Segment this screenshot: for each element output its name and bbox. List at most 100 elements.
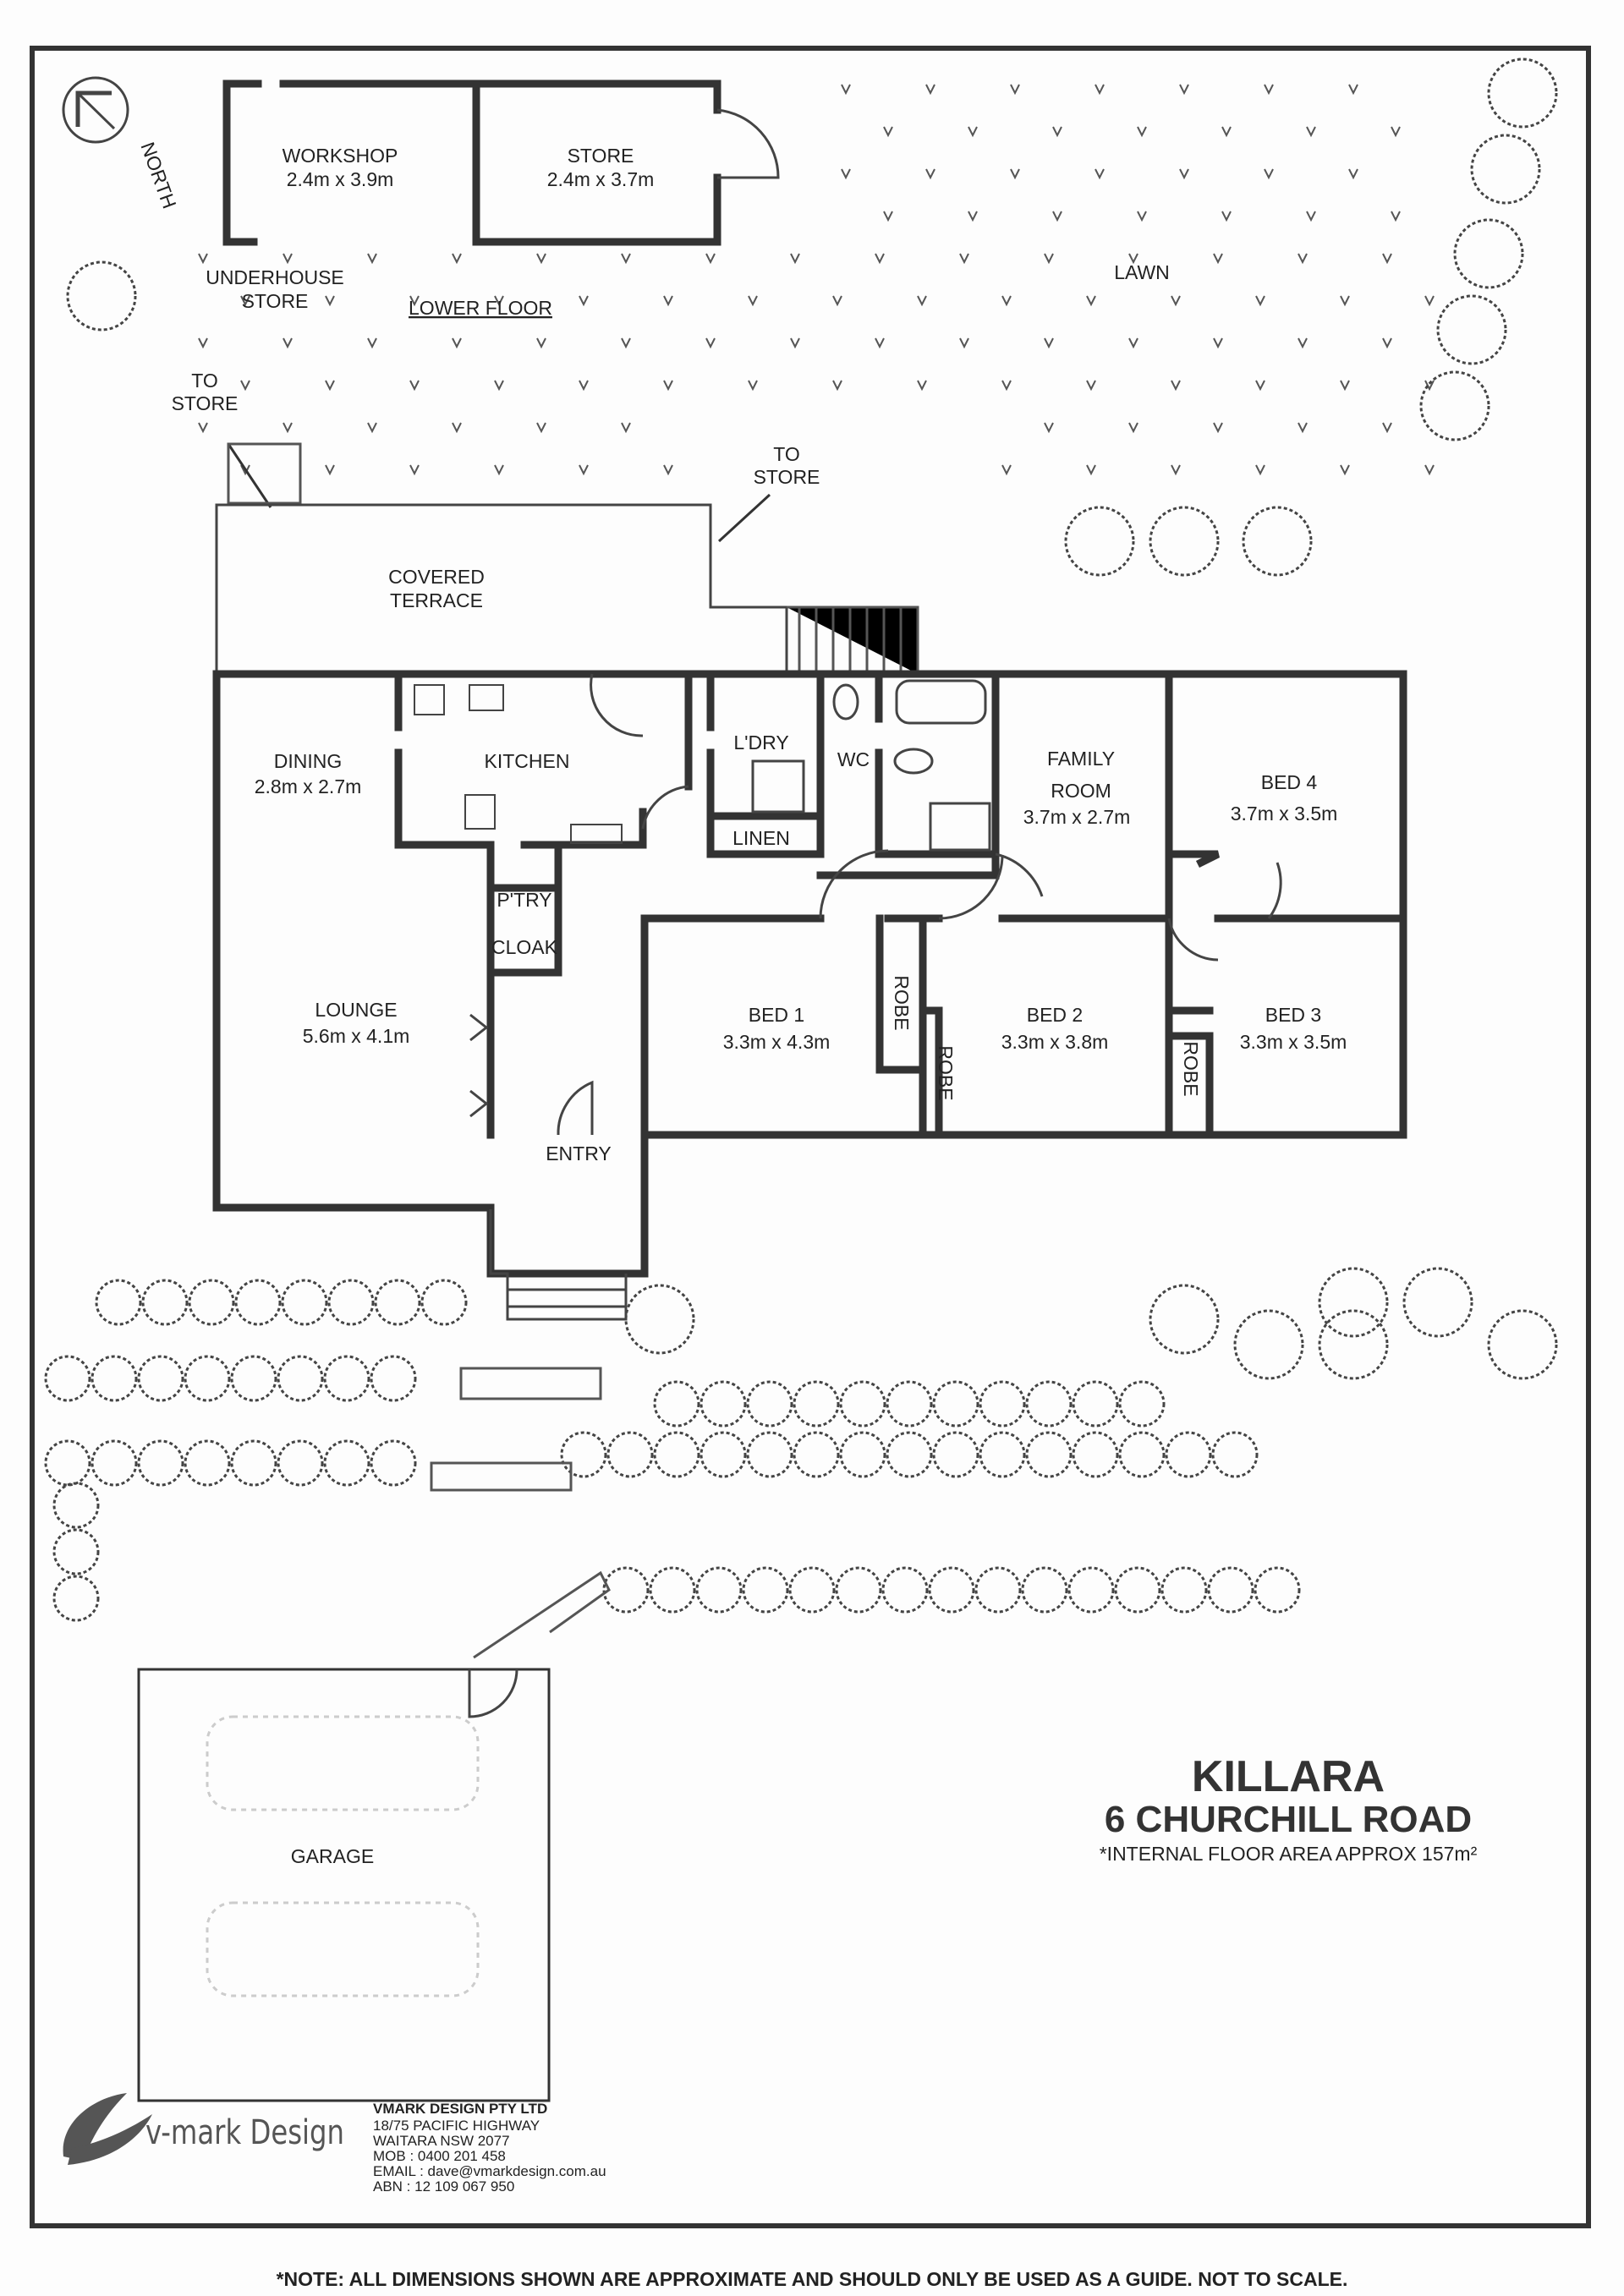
dining-label: DINING	[274, 750, 343, 772]
shrub-icon	[649, 1566, 696, 1614]
shrub-icon	[1149, 1284, 1220, 1355]
lawn-mark-icon	[1213, 337, 1223, 349]
shrub-icon	[281, 1279, 328, 1326]
lawn-mark-icon	[1391, 126, 1401, 138]
lawn-mark-icon	[1340, 464, 1350, 476]
north-label: NORTH	[136, 140, 180, 211]
shrub-icon	[420, 1279, 468, 1326]
lawn-label: LAWN	[1114, 261, 1170, 283]
north-arrow-icon	[62, 76, 129, 144]
shrub-icon	[886, 1380, 933, 1427]
lawn-mark-icon	[198, 253, 208, 265]
lawn-mark-icon	[1137, 126, 1147, 138]
shrub-icon	[979, 1380, 1026, 1427]
shrub-icon	[1067, 1566, 1115, 1614]
lawn-mark-icon	[452, 337, 462, 349]
lawn-mark-icon	[841, 168, 851, 180]
shrub-icon	[742, 1566, 789, 1614]
shrub-icon	[793, 1431, 840, 1478]
shrub-icon	[1025, 1431, 1073, 1478]
lawn-mark-icon	[579, 295, 589, 307]
lawn-mark-icon	[1382, 422, 1392, 434]
lawn-mark-icon	[1264, 84, 1274, 96]
shrub-icon	[1118, 1380, 1166, 1427]
lawn-mark-icon	[968, 211, 978, 222]
shrub-icon	[602, 1566, 650, 1614]
shrub-icon	[700, 1431, 747, 1478]
shrub-icon	[95, 1279, 142, 1326]
shrub-icon	[137, 1439, 184, 1487]
suburb-title: KILLARA	[1192, 1752, 1385, 1801]
robe1-label: ROBE	[891, 975, 913, 1030]
shrub-icon	[184, 1439, 231, 1487]
doors	[469, 673, 1282, 1136]
lawn-mark-icon	[536, 253, 546, 265]
shrub-icon	[839, 1431, 886, 1478]
shrub-icon	[1160, 1566, 1208, 1614]
wc-label: WC	[837, 748, 870, 770]
lawn-mark-icon	[1298, 422, 1308, 434]
lawn-mark-icon	[841, 84, 851, 96]
shrub-icon	[230, 1439, 277, 1487]
lawn-mark-icon	[1171, 295, 1181, 307]
garage	[137, 1668, 551, 2102]
lawn-mark-icon	[1306, 211, 1316, 222]
lawn-mark-icon	[409, 464, 420, 476]
shrub-icon	[793, 1380, 840, 1427]
lawn-mark-icon	[968, 126, 978, 138]
shrub-icon	[1207, 1566, 1254, 1614]
bed2-size: 3.3m x 3.8m	[1001, 1031, 1109, 1053]
family-room-label-1: FAMILY	[1047, 748, 1115, 770]
lawn-mark-icon	[883, 211, 893, 222]
shrub-icon	[700, 1380, 747, 1427]
lower-floor-outbuilding	[222, 79, 780, 246]
shrub-icon	[1402, 1267, 1473, 1338]
lawn-mark-icon	[1424, 295, 1435, 307]
lawn-mark-icon	[1255, 380, 1265, 392]
shrub-icon	[370, 1439, 417, 1487]
shrub-icon	[653, 1380, 700, 1427]
shrub-icon	[234, 1279, 282, 1326]
to-store-left-2: STORE	[172, 392, 239, 414]
shrub-icon	[1242, 506, 1313, 577]
shrub-icon	[746, 1380, 793, 1427]
terrace-label-1: COVERED	[388, 566, 485, 588]
lawn-mark-icon	[1213, 253, 1223, 265]
workshop-label: WORKSHOP	[283, 145, 398, 167]
laundry-label: L'DRY	[733, 732, 788, 753]
robe3-label: ROBE	[1180, 1041, 1202, 1096]
car-outline	[206, 1715, 480, 1811]
shrub-icon	[1118, 1431, 1166, 1478]
stepping-stone	[430, 1461, 573, 1492]
shrub-icon	[928, 1566, 975, 1614]
lawn-mark-icon	[875, 253, 885, 265]
robe2-label: ROBE	[935, 1045, 957, 1100]
lawn-mark-icon	[240, 380, 250, 392]
lawn-mark-icon	[1052, 126, 1062, 138]
shrub-icon	[91, 1439, 138, 1487]
bed1-size: 3.3m x 4.3m	[723, 1031, 831, 1053]
shrub-icon	[886, 1431, 933, 1478]
vmark-logo: v-mark Design	[63, 2093, 344, 2165]
lawn-mark-icon	[790, 253, 800, 265]
lawn-mark-icon	[1010, 168, 1020, 180]
underhouse-store-label-1: UNDERHOUSE	[206, 266, 344, 288]
bed4-label: BED 4	[1261, 771, 1318, 793]
lawn-mark-icon	[536, 422, 546, 434]
lawn-mark-icon	[748, 380, 758, 392]
shrub-icon	[1318, 1309, 1389, 1380]
lawn-mark-icon	[367, 253, 377, 265]
to-store-right-2: STORE	[754, 466, 820, 488]
lawn-mark-icon	[1095, 84, 1105, 96]
shrub-icon	[695, 1566, 743, 1614]
lawn-mark-icon	[1340, 380, 1350, 392]
store-size: 2.4m x 3.7m	[547, 168, 655, 190]
shrub-icon	[1453, 218, 1524, 289]
lawn-mark-icon	[790, 337, 800, 349]
company-email[interactable]: EMAIL : dave@vmarkdesign.com.au	[373, 2163, 606, 2179]
shrub-icon	[1064, 506, 1135, 577]
lawn-mark-icon	[1255, 464, 1265, 476]
shrub-icon	[746, 1431, 793, 1478]
lawn-mark-icon	[198, 422, 208, 434]
